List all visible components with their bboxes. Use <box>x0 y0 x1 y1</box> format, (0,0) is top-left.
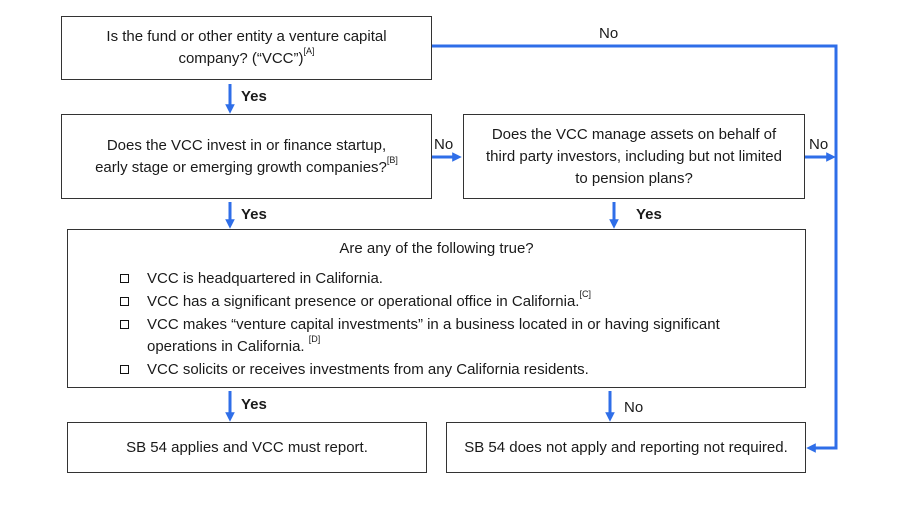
footnote-ref-d: [D] <box>308 334 321 344</box>
question-vcc: Is the fund or other entity a venture ca… <box>61 16 432 80</box>
checkbox-icon <box>120 297 129 306</box>
question-invest-startups: Does the VCC invest in or finance startu… <box>61 114 432 199</box>
criteria-item: VCC has a significant presence or operat… <box>120 289 760 313</box>
result-applies: SB 54 applies and VCC must report. <box>67 422 427 473</box>
question-vcc-text: Is the fund or other entity a venture ca… <box>106 28 387 67</box>
question-california-criteria: Are any of the following true? VCC is he… <box>67 229 806 388</box>
label-yes-q4: Yes <box>241 396 267 413</box>
arrow-q1-no-path <box>432 44 838 453</box>
footnote-ref-b: [B] <box>386 154 398 165</box>
label-no-q1: No <box>599 25 619 42</box>
checkbox-icon <box>120 320 129 329</box>
criteria-list: VCC is headquartered in California. VCC … <box>120 268 760 382</box>
label-no-q4: No <box>624 399 644 416</box>
label-yes-q1: Yes <box>241 88 267 105</box>
footnote-ref-a: [A] <box>303 46 315 56</box>
label-no-q2: No <box>434 136 454 153</box>
result-not-applies: SB 54 does not apply and reporting not r… <box>446 422 806 473</box>
label-no-q3: No <box>809 136 829 153</box>
label-yes-q3: Yes <box>636 206 662 223</box>
criteria-title: Are any of the following true? <box>339 240 534 257</box>
checkbox-icon <box>120 365 129 374</box>
criteria-item: VCC makes “venture capital investments” … <box>120 314 760 358</box>
question-manage-assets-text: Does the VCC manage assets on behalf of … <box>486 125 782 187</box>
label-yes-q2: Yes <box>241 206 267 223</box>
footnote-ref-c: [C] <box>579 289 591 299</box>
question-manage-assets: Does the VCC manage assets on behalf of … <box>463 114 805 199</box>
checkbox-icon <box>120 274 129 283</box>
criteria-item: VCC is headquartered in California. <box>120 268 760 290</box>
question-invest-startups-text: Does the VCC invest in or finance startu… <box>95 136 398 176</box>
criteria-item: VCC solicits or receives investments fro… <box>120 359 760 381</box>
